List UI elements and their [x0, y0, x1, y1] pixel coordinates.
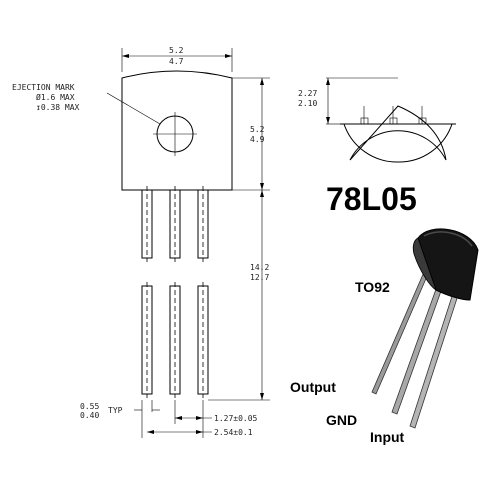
ejection-mark-leader [106, 92, 161, 125]
ejection-mark-title: EJECTION MARK [12, 83, 75, 92]
lead-right-lower [197, 282, 209, 398]
ejection-mark-depth: ↧0.38 MAX [36, 103, 80, 112]
bottom-pin-center [389, 117, 398, 125]
pin-label-input: Input [370, 429, 405, 445]
ejection-mark-diameter: Ø1.6 MAX [36, 92, 75, 102]
pin-label-output: Output [290, 379, 336, 395]
lead-width-note: TYP [108, 406, 123, 415]
bottom-pin-right [418, 117, 427, 125]
flat-depth-min: 2.10 [298, 99, 317, 108]
span-value: 2.54±0.1 [214, 428, 253, 437]
lead-right-upper [197, 186, 209, 262]
lead-width-max: 0.55 [80, 402, 99, 411]
lead-width-min: 0.40 [80, 411, 99, 420]
body-width-max: 5.2 [169, 46, 184, 55]
body-width-min: 4.7 [169, 57, 184, 66]
flat-depth-max: 2.27 [298, 89, 317, 98]
lead-left-upper [141, 186, 153, 262]
lead-center-upper [169, 186, 181, 262]
package-body-outline [121, 70, 233, 191]
bottom-view-body [343, 123, 453, 163]
body-height-min: 4.9 [250, 135, 265, 144]
lead-length-max: 14.2 [250, 263, 269, 272]
pin-label-gnd: GND [326, 412, 357, 428]
lead-left-lower [141, 282, 153, 398]
bottom-pin-left [360, 117, 369, 125]
lead-center-lower [169, 282, 181, 398]
lead-length-min: 12.7 [250, 273, 269, 282]
pitch-value: 1.27±0.05 [214, 414, 258, 423]
package-name-label: TO92 [355, 279, 390, 295]
part-number-title: 78L05 [326, 181, 417, 217]
body-height-max: 5.2 [250, 125, 265, 134]
to92-3d-package [371, 228, 479, 429]
